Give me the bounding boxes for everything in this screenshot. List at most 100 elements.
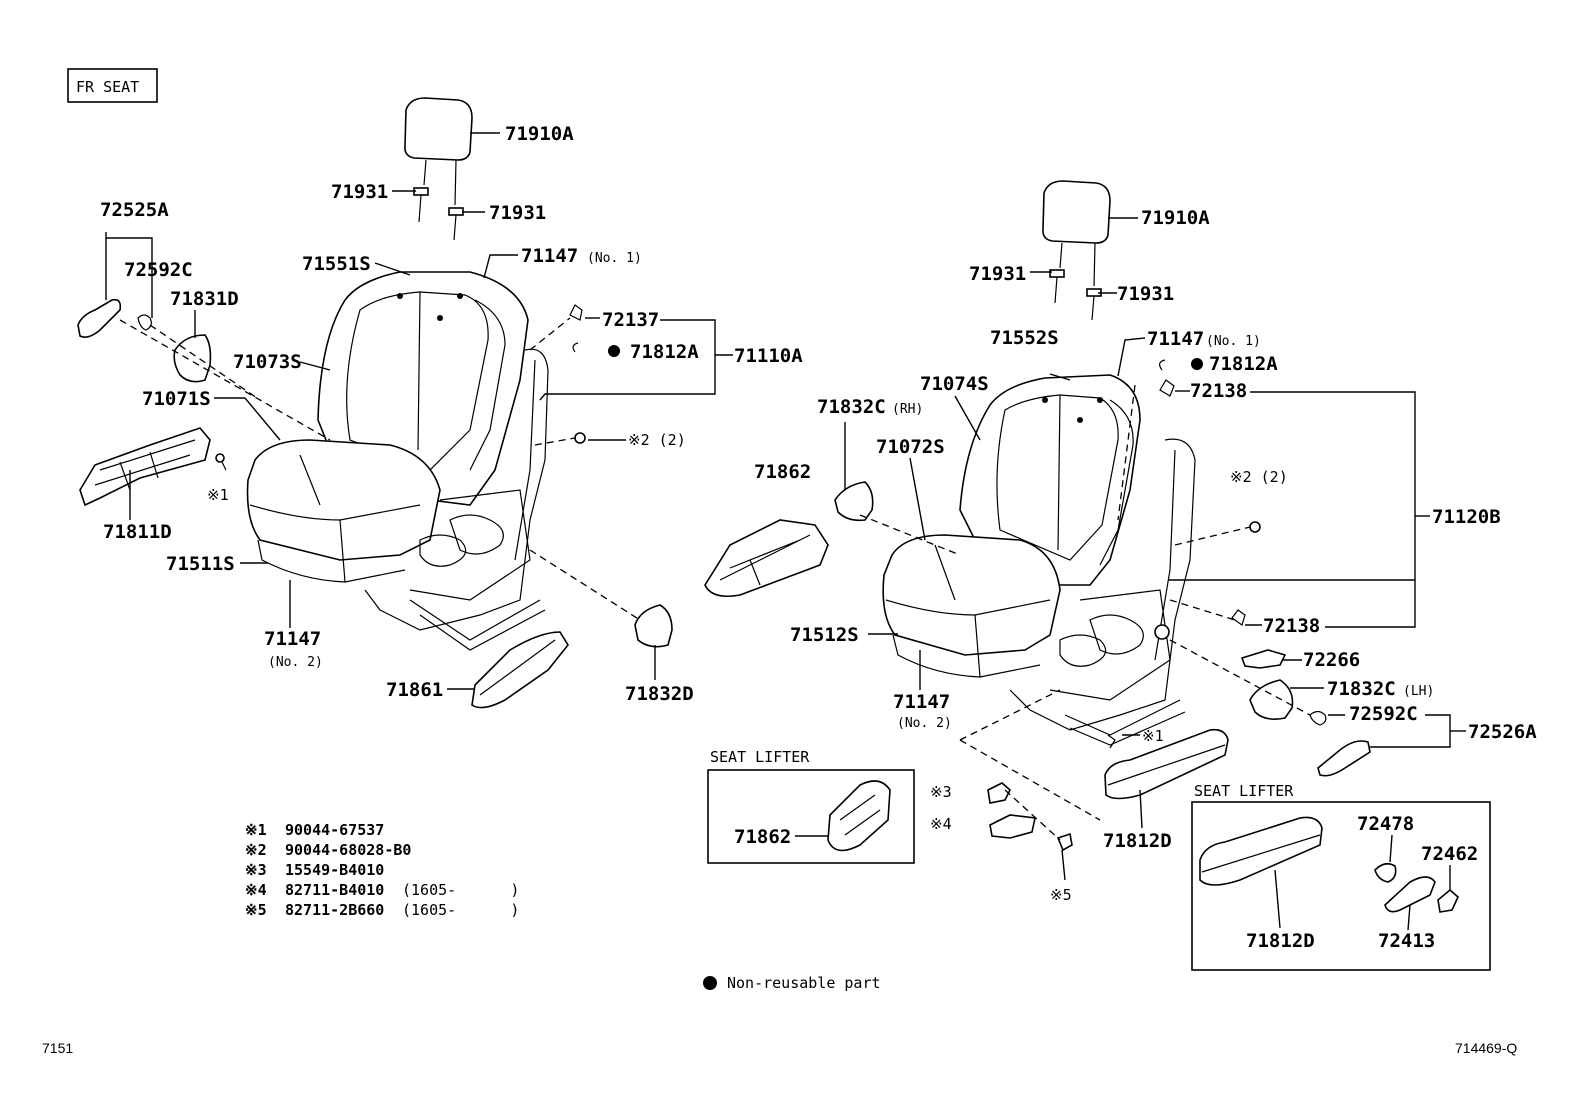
- right-cover-rh-drawing: [834, 481, 874, 522]
- left-headrest-guide-2-label: 71931: [489, 202, 546, 224]
- right-seat-frame-drawing: [1009, 438, 1196, 746]
- left-back-frame-label: 71147: [521, 245, 578, 267]
- left-inner-cover-drawing: [173, 334, 212, 383]
- right-seat-cushion-drawing: [882, 534, 1061, 678]
- right-headrest-label: 71910A: [1141, 207, 1210, 229]
- footnote-5-mark: ※5: [245, 901, 267, 919]
- right-headrest-guide-2-label: 71931: [1117, 283, 1174, 305]
- footnote-5-range: (1605- ): [402, 901, 519, 919]
- left-lever-label: 72525A: [100, 199, 169, 221]
- right-lever-spring-label: 72592C: [1349, 703, 1418, 725]
- right-lever-drawing: [1317, 740, 1371, 777]
- left-outer-cover-drawing: [634, 604, 673, 648]
- seat-lifter-left-part: 71862: [734, 826, 791, 848]
- footnote-4-range: (1605- ): [402, 881, 519, 899]
- seat-lifter-left: SEAT LIFTER 71862: [707, 748, 915, 864]
- right-lever-label: 72526A: [1468, 721, 1537, 743]
- left-back-pad-label: 71551S: [302, 253, 371, 275]
- footnote-1-mark: ※1: [245, 821, 267, 839]
- right-ref4-label: ※4: [930, 815, 952, 833]
- right-bracket-label: 72266: [1303, 649, 1360, 671]
- right-cushion-cover-label: 71072S: [876, 436, 945, 458]
- left-ref2-label: ※2 (2): [628, 431, 686, 449]
- seat-lifter-right-lever: 72413: [1378, 930, 1435, 952]
- left-cushion-shield-drawing: [471, 631, 569, 709]
- left-headrest-label: 71910A: [505, 123, 574, 145]
- right-lower-shield-label: 71812D: [1103, 830, 1172, 852]
- left-shield-drawing: [79, 427, 211, 507]
- footnote-1-part: 90044-67537: [285, 821, 384, 839]
- right-headrest-drawing: [1042, 180, 1111, 321]
- right-seat-assembly: [704, 180, 1466, 881]
- left-shield-label: 71811D: [103, 521, 172, 543]
- seat-lifter-right-spacer: 72478: [1357, 813, 1414, 835]
- right-cushion-frame-no: (No. 2): [897, 716, 952, 731]
- right-cover-lh-side: (LH): [1403, 684, 1434, 699]
- footnote-3-part: 15549-B4010: [285, 861, 384, 879]
- right-nonreusable-label: 71812A: [1209, 353, 1278, 375]
- left-lever-spring-label: 72592C: [124, 259, 193, 281]
- filled-dot-icon: [703, 976, 717, 990]
- left-seat-frame-drawing: [364, 348, 549, 651]
- left-back-frame-no: (No. 1): [587, 251, 642, 266]
- footnote-4-mark: ※4: [245, 881, 267, 899]
- legend-text: Non-reusable part: [727, 974, 881, 992]
- left-clip-label: 72137: [602, 309, 659, 331]
- left-cushion-frame-label: 71147: [264, 628, 321, 650]
- left-seat-cushion-drawing: [246, 439, 441, 583]
- footnote-3-mark: ※3: [245, 861, 267, 879]
- right-ref2-label: ※2 (2): [1230, 468, 1288, 486]
- left-frame-assy-label: 71110A: [734, 345, 803, 367]
- right-back-pad-label: 71552S: [990, 327, 1059, 349]
- left-cushion-cover-label: 71071S: [142, 388, 211, 410]
- right-seat-back-drawing: [959, 374, 1141, 586]
- right-cover-lh-drawing: [1249, 679, 1294, 720]
- left-headrest-guide-1-label: 71931: [331, 181, 388, 203]
- right-shield-label: 71862: [754, 461, 811, 483]
- right-clip-lower-label: 72138: [1263, 615, 1320, 637]
- left-cushion-shield-label: 71861: [386, 679, 443, 701]
- right-lower-shield-drawing: [1104, 728, 1229, 800]
- right-back-cover-label: 71074S: [920, 373, 989, 395]
- right-cover-rh-label: 71832C: [817, 396, 886, 418]
- footnote-list: ※1 90044-67537 ※2 90044-68028-B0 ※3 1554…: [245, 821, 519, 919]
- left-inner-cover-label: 71831D: [170, 288, 239, 310]
- seat-lifter-right-title: SEAT LIFTER: [1194, 782, 1294, 800]
- figure-id: 714469-Q: [1455, 1040, 1517, 1056]
- right-back-frame-label: 71147: [1147, 328, 1204, 350]
- left-nonreusable-label: 71812A: [630, 341, 699, 363]
- right-cover-rh-side: (RH): [892, 402, 923, 417]
- seat-lifter-right-knob: 72462: [1421, 843, 1478, 865]
- right-back-frame-no: (No. 1): [1206, 334, 1261, 349]
- right-ref3-label: ※3: [930, 783, 952, 801]
- seat-lifter-right: SEAT LIFTER 71812D 72478 72462 72413: [1191, 782, 1491, 971]
- right-shield-drawing: [704, 519, 829, 598]
- footnote-2-part: 90044-68028-B0: [285, 841, 411, 859]
- right-ref5-label: ※5: [1050, 886, 1072, 904]
- left-cushion-pad-label: 71511S: [166, 553, 235, 575]
- left-outer-cover-label: 71832D: [625, 683, 694, 705]
- right-headrest-guide-1-label: 71931: [969, 263, 1026, 285]
- left-seat-assembly: [77, 97, 733, 709]
- left-headrest-drawing: [404, 97, 473, 241]
- left-lever-drawing: [77, 298, 152, 338]
- left-back-cover-label: 71073S: [233, 351, 302, 373]
- left-cushion-frame-no: (No. 2): [268, 655, 323, 670]
- right-ref1-label: ※1: [1142, 727, 1164, 745]
- page-code: 7151: [42, 1040, 73, 1056]
- right-cushion-pad-label: 71512S: [790, 624, 859, 646]
- section-label-box: [67, 68, 158, 103]
- right-bracket-drawing: [1240, 649, 1287, 669]
- footnote-4-part: 82711-B4010: [285, 881, 384, 899]
- right-frame-assy-label: 71120B: [1432, 506, 1501, 528]
- seat-lifter-right-shield: 71812D: [1246, 930, 1315, 952]
- left-ref1-label: ※1: [207, 486, 229, 504]
- right-clip-upper-label: 72138: [1190, 380, 1247, 402]
- section-label: FR SEAT: [76, 78, 139, 96]
- footnote-5-part: 82711-2B660: [285, 901, 384, 919]
- seat-lifter-left-title: SEAT LIFTER: [710, 748, 810, 766]
- right-cover-lh-label: 71832C: [1327, 678, 1396, 700]
- footnote-2-mark: ※2: [245, 841, 267, 859]
- right-cushion-frame-label: 71147: [893, 691, 950, 713]
